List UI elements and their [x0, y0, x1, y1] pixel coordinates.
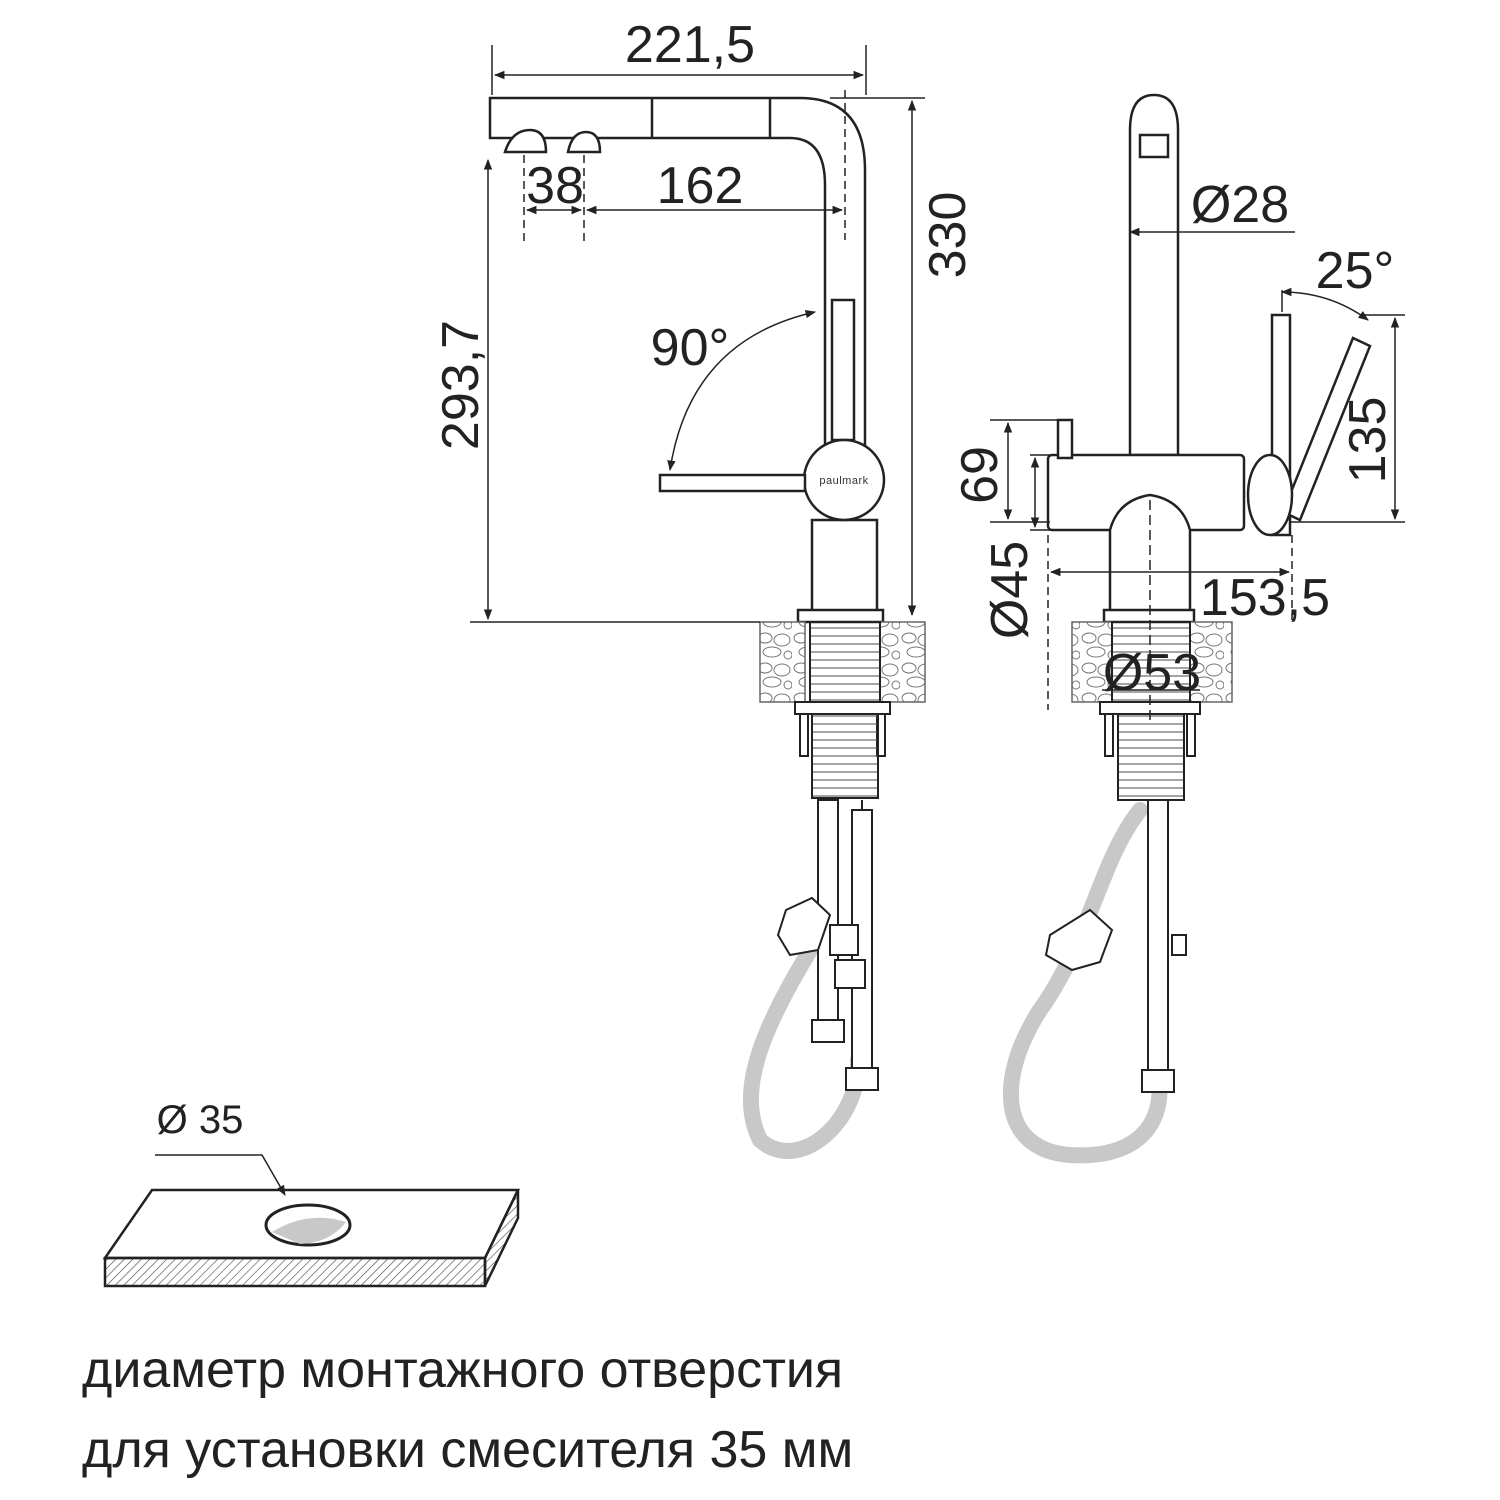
front-view	[1046, 93, 1372, 624]
countertop-left-a	[759, 621, 806, 703]
dim-lever-rotation: 90°	[651, 319, 730, 377]
lever-tilted	[1281, 336, 1372, 522]
dim-body-width: 153,5	[1200, 569, 1330, 627]
valve-left	[829, 924, 859, 956]
countertop-right-b	[1189, 621, 1233, 703]
dim-spout-height: 293,7	[432, 320, 490, 450]
countertop-slab-side	[483, 1189, 520, 1287]
dim-width-total: 221,5	[625, 16, 755, 74]
filter-tap	[1056, 418, 1074, 460]
hose-weight-left	[776, 896, 832, 957]
mounting-caption: диаметр монтажного отверстия для установ…	[82, 1330, 1182, 1490]
hose-weight-right	[1044, 908, 1114, 972]
countertop-hole-illustration: Ø 35	[102, 1098, 520, 1288]
shank-right	[1111, 621, 1191, 703]
dim-spout-diameter: Ø28	[1191, 176, 1289, 234]
brand-label: paulmark	[819, 475, 868, 487]
aerator-left	[503, 128, 548, 154]
pullout-hose-right	[1002, 802, 1168, 1164]
shank-lower-right	[1117, 713, 1185, 801]
countertop-slab-front	[103, 1256, 487, 1288]
caption-line-1: диаметр монтажного отверстия	[82, 1341, 844, 1399]
dimension-lines	[470, 45, 1405, 720]
dim-side-lever-angle: 25°	[1316, 242, 1395, 300]
side-view	[488, 96, 886, 624]
spout-front	[1128, 93, 1180, 457]
supply-hose-right	[1147, 799, 1169, 1076]
nut-left	[794, 701, 891, 715]
base-plate	[796, 608, 885, 624]
dim-height-total: 330	[919, 192, 977, 279]
dim-base-diameter: Ø53	[1103, 644, 1201, 702]
hole-diameter-label: Ø 35	[157, 1098, 244, 1142]
faucet-body	[810, 518, 879, 614]
countertop-right-a	[1071, 621, 1113, 703]
spout-handle	[830, 298, 856, 442]
dim-spout-reach: 162	[657, 157, 744, 215]
countertop-left-b	[879, 621, 926, 703]
dim-side-lever-height: 135	[1339, 397, 1397, 484]
pullout-hose-left	[743, 912, 867, 1159]
dim-body-diameter: Ø45	[981, 541, 1039, 639]
caption-line-2: для установки смесителя 35 мм	[82, 1421, 854, 1479]
shank-left	[809, 621, 881, 703]
side-lever	[658, 473, 807, 493]
shank-lower-left	[811, 713, 879, 799]
dim-aerator-spacing: 38	[526, 157, 584, 215]
dim-body-height: 69	[951, 446, 1009, 504]
aerator-right	[566, 130, 602, 154]
